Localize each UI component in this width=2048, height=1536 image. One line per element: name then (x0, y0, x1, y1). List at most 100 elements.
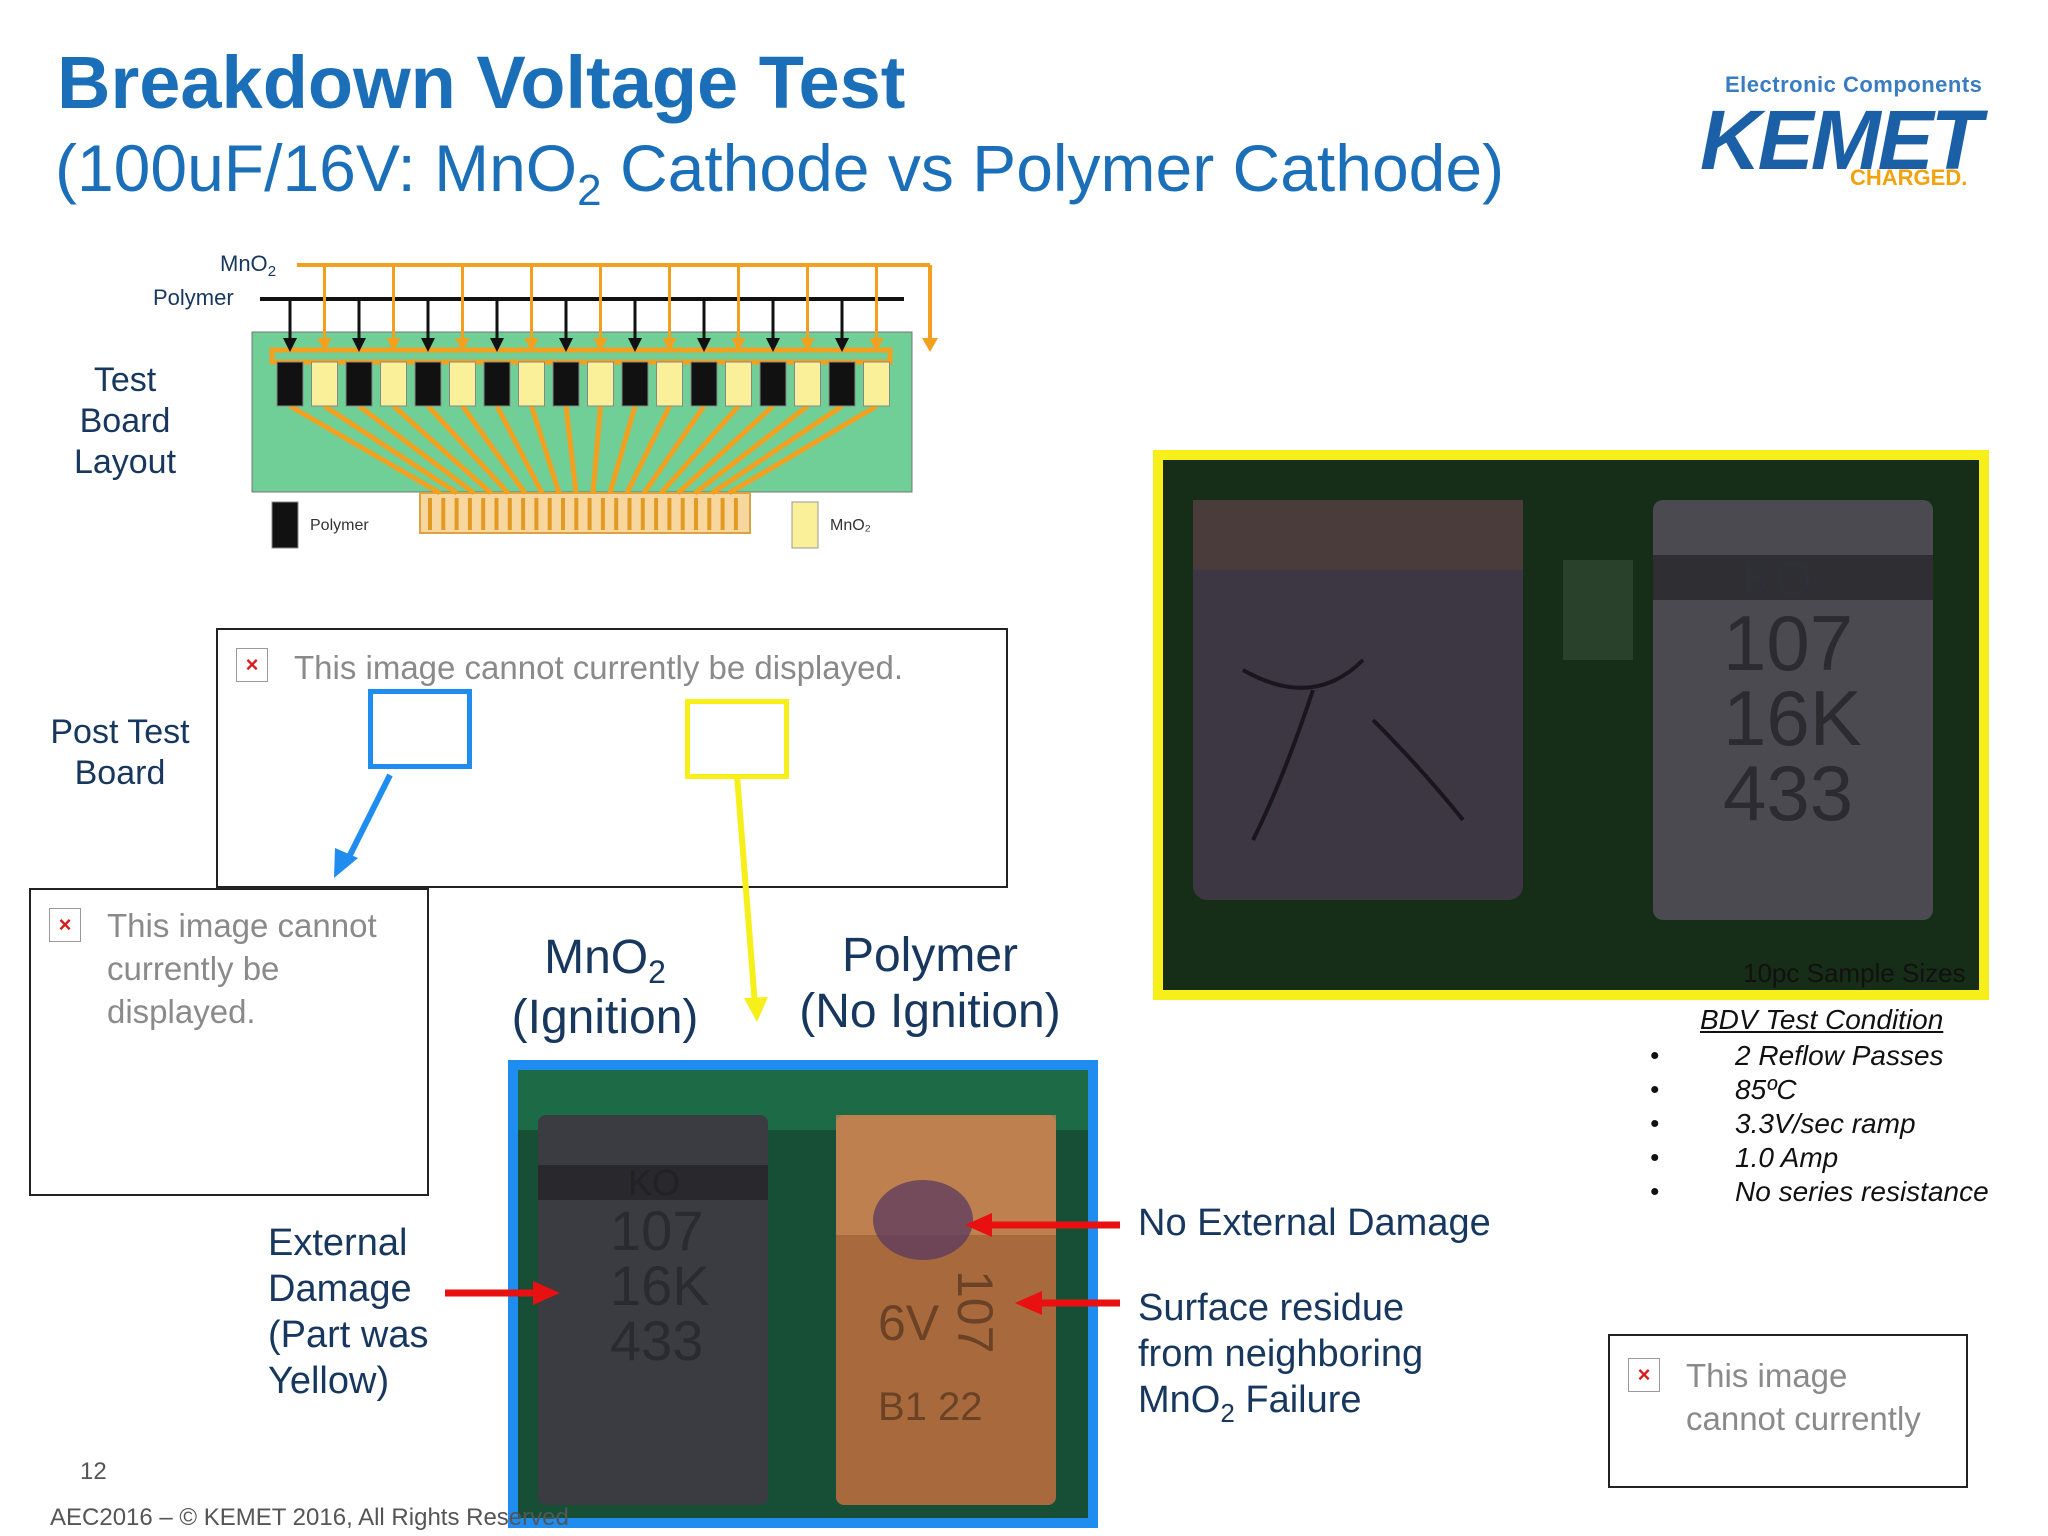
page-title: Breakdown Voltage Test (57, 41, 906, 124)
surface-residue-note: Surface residue from neighboring MnO2 Fa… (1138, 1287, 1424, 1428)
label-line: Test (93, 361, 157, 399)
polymer-drop-arrow (835, 338, 849, 352)
board-trace (641, 404, 707, 495)
label-line: Board (74, 754, 166, 792)
board-trace (323, 403, 459, 496)
polymer-capacitor-slot (483, 361, 511, 407)
polymer-capacitor-slot (345, 361, 373, 407)
left-image-placeholder: × This image cannot currently be display… (29, 888, 429, 1196)
test-board-diagram: MnO2 Polymer Polymer MnO₂ (153, 251, 938, 549)
board-trace (288, 403, 442, 496)
svg-text:107: 107 (947, 1270, 1003, 1353)
svg-text:B1 22: B1 22 (878, 1385, 983, 1429)
board-trace (676, 404, 775, 495)
board-pcb (251, 331, 913, 493)
bdv-condition-item: 3.3V/sec ramp (1735, 1108, 1916, 1139)
mno2-bus-arrow (922, 338, 938, 352)
bdv-list: •2 Reflow Passes•85ºC•3.3V/sec ramp•1.0 … (1650, 1040, 2030, 1230)
mno2-heading: MnO2 (Ignition) (500, 930, 710, 1046)
broken-image-icon: × (1628, 1358, 1660, 1392)
board-trace (659, 404, 741, 495)
page-number: 12 (80, 1458, 107, 1485)
legend-polymer-label: Polymer (310, 517, 369, 534)
residue-arrow-head (1015, 1291, 1042, 1315)
mno2-drop-arrow (800, 338, 815, 352)
yellow-pointer-line (734, 774, 758, 1006)
mno2-capacitor-slot (587, 361, 614, 407)
board-trace (624, 404, 672, 495)
kemet-logo: Electronic Components KEMET CHARGED. (1700, 68, 2000, 198)
logo-tagline: Electronic Components (1725, 72, 1983, 97)
blue-pointer-line (342, 773, 393, 867)
polymer-drop-arrow (421, 338, 435, 352)
mno2-drop-arrow (455, 338, 470, 352)
polymer-drop-arrow (559, 338, 573, 352)
mno2-capacitor-slot (449, 361, 476, 407)
no-damage-arrow-head (965, 1213, 992, 1237)
polymer-capacitor-slot (276, 361, 304, 407)
mno2-capacitor-slot (518, 361, 545, 407)
mno2-drop-arrow (386, 338, 401, 352)
mno2-capacitor-slot (656, 361, 683, 407)
svg-text:433: 433 (1723, 749, 1853, 837)
close-up-photo-art: KO 107 16K 433 (1163, 460, 1979, 990)
svg-text:107: 107 (610, 1199, 703, 1262)
mno2-drop-arrow (524, 338, 539, 352)
mno2-drop-arrow (317, 338, 332, 352)
ignited-capacitor (1193, 500, 1523, 900)
legend-mno2-label: MnO₂ (830, 517, 871, 534)
bullet-icon: • (1650, 1108, 1660, 1138)
mno2-drop-arrow (662, 338, 677, 352)
mno2-capacitor-slot (794, 361, 821, 407)
broken-image-icon: × (49, 908, 81, 942)
mno2-capacitor-slot (863, 361, 890, 407)
test-board-label: Test Board Layout (70, 360, 180, 483)
sample-size-caption: 10pc Sample Sizes (1743, 958, 1966, 988)
copyright-footer: AEC2016 – © KEMET 2016, All Rights Reser… (50, 1504, 569, 1531)
board-trace (426, 404, 510, 495)
subtitle-subscript: 2 (577, 166, 602, 215)
svg-text:107: 107 (1723, 599, 1853, 687)
svg-text:16K: 16K (1723, 674, 1862, 762)
logo-slogan: CHARGED. (1850, 165, 1968, 190)
page-subtitle: (100uF/16V: MnO2 Cathode vs Polymer Cath… (55, 130, 1505, 215)
mno2-capacitor-slot (380, 361, 407, 407)
board-trace (710, 403, 844, 496)
label-line: Board (79, 402, 171, 440)
polymer-drop-arrow (628, 338, 642, 352)
board-trace (494, 404, 545, 495)
external-damage-arrow-head (533, 1281, 560, 1305)
subtitle-part: (100uF/16V: MnO (55, 131, 578, 205)
mno2-drop-arrow (869, 338, 884, 352)
mno2-note: (Ignition) (511, 991, 699, 1044)
post-test-board-label: Post Test Board (45, 712, 195, 794)
bullet-icon: • (1650, 1074, 1660, 1104)
board-trace (727, 403, 878, 496)
polymer-drop-arrow (697, 338, 711, 352)
label-line: Layout (73, 443, 177, 481)
intact-capacitor (1653, 500, 1933, 920)
board-trace (391, 404, 493, 495)
board-trace (590, 405, 603, 494)
comparison-photo: KO 107 16K 433 107 6V B1 22 (508, 1060, 1098, 1528)
polymer-note: (No Ignition) (799, 985, 1061, 1038)
bullet-icon: • (1650, 1040, 1660, 1070)
bdv-condition-item: No series resistance (1735, 1176, 1989, 1207)
label-line: Post Test (50, 713, 190, 751)
polymer-bus-label: Polymer (153, 285, 234, 310)
legend-mno2-swatch (791, 501, 819, 549)
subtitle-part: Cathode vs Polymer Cathode) (601, 131, 1505, 205)
close-up-photo: KO 107 16K 433 10pc Sample Sizes (1153, 450, 1989, 1000)
pointer-arrows (334, 773, 768, 1022)
polymer-capacitor-slot (552, 361, 580, 407)
legend-polymer-swatch (271, 501, 299, 549)
svg-text:433: 433 (610, 1309, 703, 1372)
board-trace (357, 404, 476, 495)
yellow-pointer-head (744, 997, 768, 1022)
blue-pointer-head (334, 848, 358, 878)
mno2-bus-label: MnO2 (220, 251, 276, 280)
polymer-capacitor-slot (690, 361, 718, 407)
broken-image-message: This image cannot currently be displayed… (294, 649, 903, 686)
board-trace (563, 405, 579, 494)
bdv-condition-item: 85ºC (1735, 1074, 1797, 1105)
